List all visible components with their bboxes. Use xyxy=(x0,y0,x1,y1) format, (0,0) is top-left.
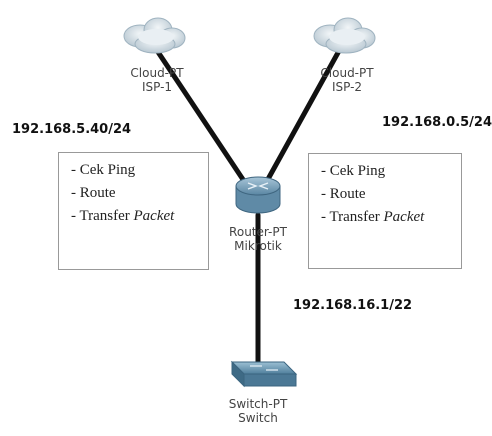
ip-label-lan: 192.168.16.1/22 xyxy=(293,298,413,313)
link-isp1-router xyxy=(147,37,253,193)
left-note-item: - Route xyxy=(71,185,116,201)
router-icon[interactable] xyxy=(235,176,281,214)
cloud-isp1-label: Cloud-PT ISP-1 xyxy=(122,66,192,94)
router-label: Router-PT Mikrotik xyxy=(223,225,293,253)
cloud-isp1-icon[interactable] xyxy=(123,17,186,54)
left-note-box: - Cek Ping - Route - Transfer Packet xyxy=(58,152,209,270)
right-note-item: - Cek Ping xyxy=(321,163,386,179)
link-isp2-router xyxy=(259,37,348,193)
cloud-isp2-name: ISP-2 xyxy=(331,80,363,94)
right-note-box: - Cek Ping - Route - Transfer Packet xyxy=(308,153,462,269)
switch-name: Switch xyxy=(238,411,278,425)
cloud-isp2-icon[interactable] xyxy=(313,17,376,54)
cloud-isp2-type: Cloud-PT xyxy=(320,66,374,80)
router-name: Mikrotik xyxy=(234,239,282,253)
cloud-isp1-type: Cloud-PT xyxy=(130,66,184,80)
router-type: Router-PT xyxy=(229,225,287,239)
left-note-item: - Cek Ping xyxy=(71,162,136,178)
switch-type: Switch-PT xyxy=(228,397,288,411)
right-note-item: - Route xyxy=(321,186,366,202)
switch-icon[interactable] xyxy=(230,360,298,388)
cloud-isp2-label: Cloud-PT ISP-2 xyxy=(312,66,382,94)
switch-label: Switch-PT Switch xyxy=(218,397,298,425)
right-note-item: - Transfer Packet xyxy=(321,209,425,225)
left-note-item: - Transfer Packet xyxy=(71,208,175,224)
cloud-isp1-name: ISP-1 xyxy=(141,80,173,94)
ip-label-isp2: 192.168.0.5/24 xyxy=(382,115,492,130)
ip-label-isp1: 192.168.5.40/24 xyxy=(12,122,132,137)
